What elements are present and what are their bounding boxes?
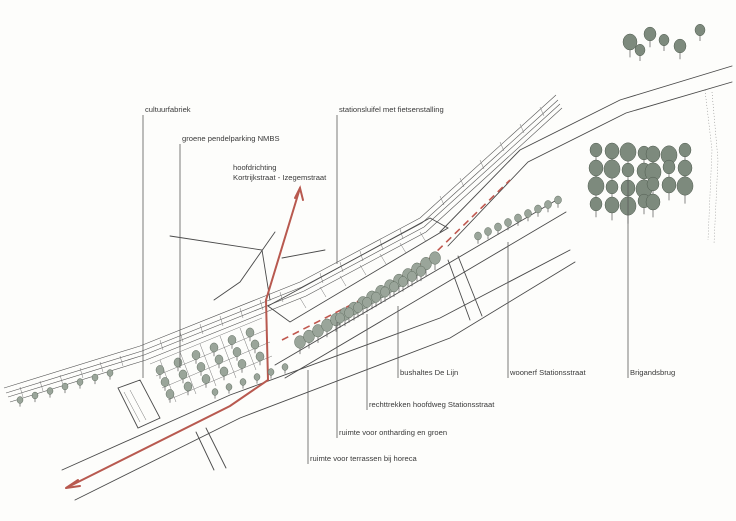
tree — [544, 200, 552, 213]
label-brigandsbrug: Brigandsbrug — [630, 368, 675, 377]
tree — [321, 318, 333, 338]
tree — [407, 270, 417, 287]
tree — [645, 193, 661, 218]
tree — [155, 365, 165, 379]
label-hoofdrichting-1: hoofdrichting — [233, 163, 276, 172]
tree — [225, 383, 233, 394]
label-hoofdrichting-2: Kortrijkstraat - Izegemstraat — [233, 173, 327, 182]
tree — [416, 265, 426, 282]
station-buildings — [117, 217, 449, 429]
tree — [245, 327, 255, 342]
label-stationsluifel: stationsluifel met fietsenstalling — [339, 105, 444, 114]
tree — [294, 335, 306, 355]
tree — [76, 378, 84, 389]
tree — [658, 34, 670, 51]
tree — [191, 350, 201, 364]
tree — [646, 176, 660, 198]
tree — [534, 204, 542, 217]
tree — [250, 339, 260, 354]
label-cultuurfabriek: cultuurfabriek — [145, 105, 191, 114]
side-streets — [169, 231, 483, 471]
tree — [514, 213, 522, 226]
tree — [554, 195, 562, 208]
label-terrassen: ruimte voor terrassen bij horeca — [310, 454, 418, 463]
leader-lines — [142, 115, 629, 464]
tree — [634, 44, 646, 61]
label-bushaltes: bushaltes De Lijn — [400, 368, 458, 377]
tree — [504, 218, 512, 231]
tree — [676, 176, 694, 204]
tree — [253, 373, 261, 384]
label-ontharding: ruimte voor ontharding en groen — [339, 428, 447, 437]
tree — [183, 381, 193, 396]
tree — [484, 227, 492, 240]
tree — [196, 362, 206, 376]
tree — [673, 38, 687, 60]
tree — [232, 347, 242, 361]
tree — [622, 33, 638, 58]
tree — [160, 377, 170, 391]
tree — [239, 378, 247, 389]
tree — [589, 142, 603, 164]
tree — [335, 312, 345, 328]
tree — [281, 363, 289, 374]
tree — [173, 357, 183, 372]
tree — [255, 351, 265, 366]
tree — [643, 26, 657, 48]
tree — [178, 369, 188, 384]
tree — [621, 162, 635, 184]
tree — [61, 382, 69, 394]
tree — [604, 142, 620, 167]
tree — [380, 286, 390, 302]
tree — [303, 329, 315, 349]
tree — [603, 159, 621, 187]
railway-sleepers — [19, 106, 545, 398]
tree — [227, 335, 237, 349]
tree — [474, 231, 482, 244]
tree — [201, 374, 211, 388]
tree — [312, 324, 324, 343]
tree — [398, 276, 408, 292]
tree — [106, 369, 114, 380]
tree — [91, 373, 99, 385]
tree — [214, 354, 224, 369]
tree — [353, 302, 363, 318]
label-rechttrekken: rechttrekken hoofdweg Stationsstraat — [369, 400, 495, 409]
tree — [494, 222, 502, 235]
brigandsbrug-road — [439, 65, 733, 247]
trees — [16, 24, 706, 407]
main-direction-route — [65, 179, 511, 489]
tree — [344, 307, 354, 323]
railway — [3, 94, 563, 403]
tree — [362, 296, 372, 313]
tree — [219, 366, 229, 381]
tree — [588, 159, 604, 184]
tree — [16, 396, 24, 407]
tree — [524, 209, 532, 222]
tree — [589, 196, 603, 218]
label-woonerf: woonerf Stationsstraat — [509, 368, 586, 377]
tree — [31, 391, 39, 403]
tree — [604, 196, 620, 221]
tree — [267, 368, 275, 379]
tree — [209, 342, 219, 357]
tree — [46, 387, 54, 398]
tree — [429, 251, 441, 271]
main-street — [61, 197, 576, 501]
tree — [165, 389, 175, 403]
tree — [211, 388, 219, 399]
tree — [389, 281, 399, 297]
tree — [694, 24, 706, 41]
tree — [237, 359, 247, 373]
label-pendelparking: groene pendelparking NMBS — [182, 134, 280, 143]
tree — [661, 176, 677, 201]
tree — [371, 291, 381, 308]
